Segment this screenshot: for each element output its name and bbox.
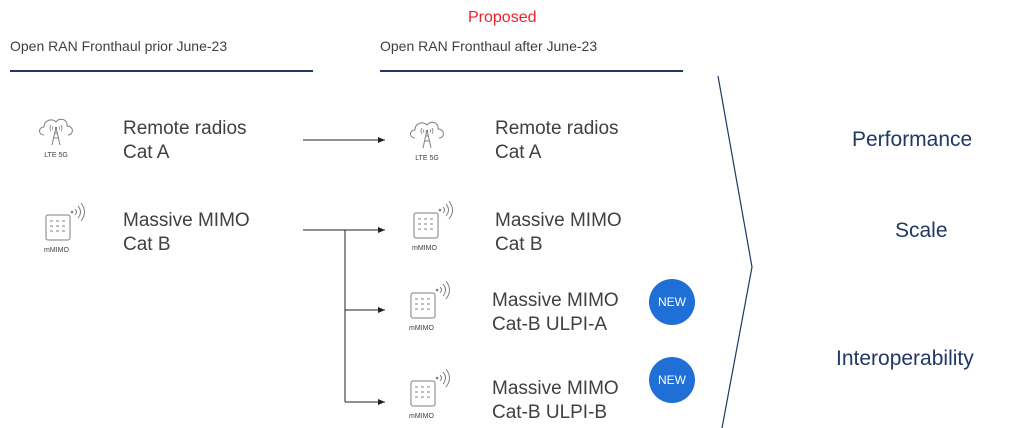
- mmimo-antenna-icon: [45, 202, 85, 241]
- icon-caption: LTE 5G: [415, 155, 439, 162]
- right-remote-radios-label: Remote radios Cat A: [495, 117, 619, 165]
- icon-caption: mMIMO: [409, 413, 434, 420]
- right-header: Open RAN Fronthaul after June-23: [380, 38, 598, 54]
- left-header-rule: [10, 70, 313, 72]
- icon-caption: mMIMO: [44, 247, 69, 254]
- left-header: Open RAN Fronthaul prior June-23: [10, 38, 228, 54]
- proposed-label: Proposed: [468, 9, 537, 26]
- label-line-1: Massive MIMO: [495, 210, 622, 231]
- left-remote-radios-label: Remote radios Cat A: [123, 117, 247, 165]
- right-massive-mimo-ulpi-b-label: Massive MIMO Cat-B ULPI-B: [492, 377, 619, 425]
- right-header-rule: [380, 70, 683, 72]
- icon-caption: LTE 5G: [44, 152, 68, 159]
- left-massive-mimo-label: Massive MIMO Cat B: [123, 209, 250, 257]
- label-line-2: Cat A: [123, 142, 170, 163]
- icon-caption: mMIMO: [409, 325, 434, 332]
- label-line-2: Cat-B ULPI-A: [492, 314, 608, 335]
- benefit-interoperability: Interoperability: [836, 347, 974, 370]
- label-line-2: Cat B: [495, 234, 543, 255]
- label-line-2: Cat-B ULPI-B: [492, 402, 608, 423]
- right-massive-mimo-cat-b-label: Massive MIMO Cat B: [495, 209, 622, 257]
- label-line-2: Cat B: [123, 234, 171, 255]
- mmimo-antenna-icon: [413, 200, 453, 239]
- right-remote-radio-icon-group: LTE 5G: [405, 116, 449, 162]
- label-line-1: Remote radios: [123, 118, 247, 139]
- right-mmimo-icon-group-2: mMIMO: [405, 280, 455, 332]
- right-mmimo-icon-group-1: mMIMO: [408, 200, 458, 252]
- right-massive-mimo-ulpi-a-label: Massive MIMO Cat-B ULPI-A: [492, 289, 619, 337]
- left-remote-radio-icon-group: LTE 5G: [34, 113, 78, 159]
- cell-tower-cloud-icon: [39, 118, 73, 146]
- cell-tower-cloud-icon: [410, 121, 444, 149]
- new-badge: NEW: [649, 279, 695, 325]
- left-mmimo-icon-group: mMIMO: [40, 202, 90, 254]
- label-line-1: Massive MIMO: [123, 210, 250, 231]
- mmimo-antenna-icon: [410, 368, 450, 407]
- label-line-1: Massive MIMO: [492, 378, 619, 399]
- big-chevron: [717, 75, 753, 428]
- icon-caption: mMIMO: [412, 245, 437, 252]
- mmimo-antenna-icon: [410, 280, 450, 319]
- label-line-1: Remote radios: [495, 118, 619, 139]
- new-badge: NEW: [649, 357, 695, 403]
- benefit-scale: Scale: [895, 219, 948, 242]
- label-line-1: Massive MIMO: [492, 290, 619, 311]
- right-mmimo-icon-group-3: mMIMO: [405, 368, 455, 420]
- label-line-2: Cat A: [495, 142, 542, 163]
- benefit-performance: Performance: [852, 128, 973, 151]
